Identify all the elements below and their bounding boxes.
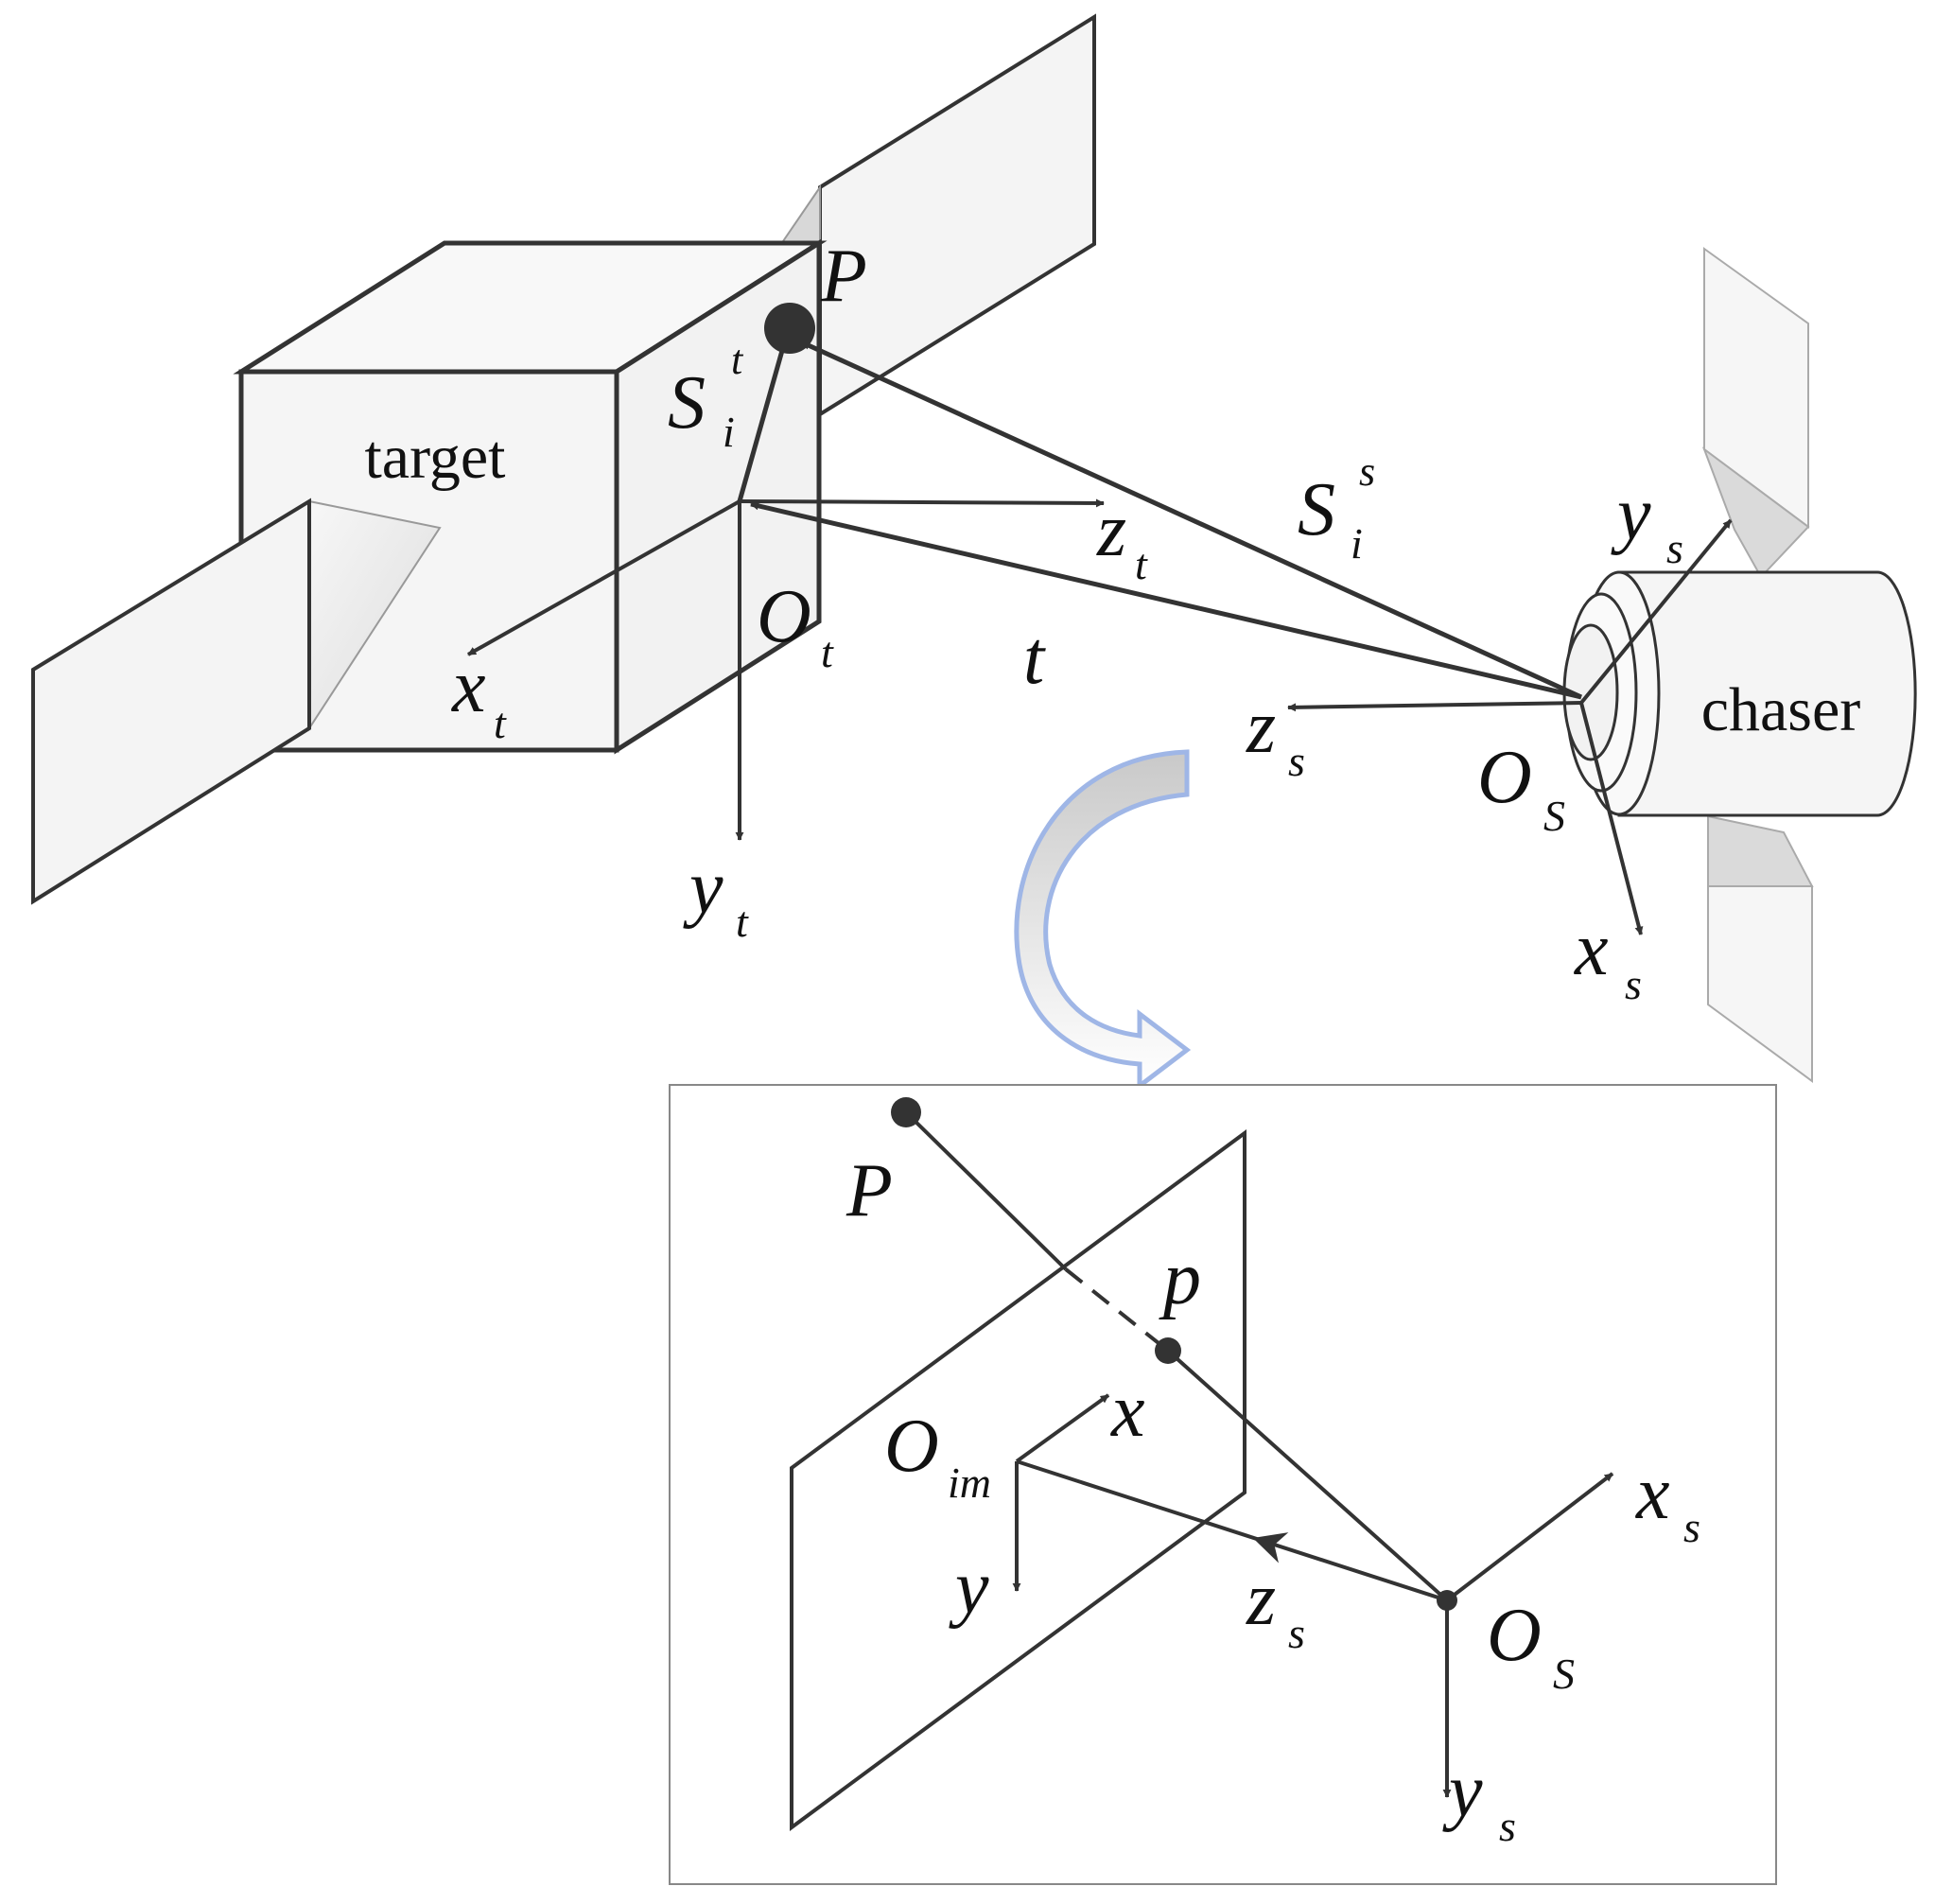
point-P-top — [764, 303, 815, 354]
top-vectors — [467, 303, 1733, 935]
projection-line-hidden — [1064, 1267, 1170, 1353]
label-y-s-top-sub: s — [1666, 524, 1683, 572]
label-p-image: p — [1159, 1237, 1201, 1320]
label-O-t-sub: t — [821, 628, 834, 676]
target-left-solar-panel — [31, 498, 311, 905]
optical-axis-line — [1016, 1459, 1448, 1602]
label-x-t-sub: t — [494, 699, 507, 747]
top-labels: P S t i S s i z t O t t x t y t y s z s … — [451, 235, 1683, 1008]
point-p-image — [1155, 1337, 1181, 1364]
projection-line-rear — [1166, 1349, 1449, 1602]
label-S-i-s-sub: i — [1351, 519, 1363, 568]
chaser-x-axis — [1579, 702, 1644, 935]
target-z-axis — [739, 498, 1105, 508]
label-z-t-sub: t — [1135, 540, 1148, 588]
label-S-i-t-sub: i — [723, 408, 735, 456]
chaser-z-axis — [1287, 701, 1582, 712]
label-x-s-bottom-sub: s — [1683, 1503, 1700, 1551]
label-O-t: O — [757, 575, 811, 658]
label-S-i-s: S — [1298, 468, 1335, 551]
target-x-axis — [467, 499, 741, 656]
label-O-S-bottom: O — [1487, 1594, 1542, 1677]
label-S-i-t: S — [668, 361, 706, 445]
label-z-s-bottom: z — [1246, 1558, 1276, 1641]
label-t: t — [1023, 617, 1046, 700]
label-x-s-top-sub: s — [1625, 960, 1642, 1008]
label-P-top: P — [820, 235, 867, 318]
target-label: target — [364, 423, 505, 492]
vector-S-i-t — [737, 340, 788, 502]
label-y-t-sub: t — [736, 898, 749, 946]
label-y-t: y — [683, 847, 723, 930]
image-plane — [790, 1129, 1246, 1831]
curved-transition-arrow — [1014, 749, 1192, 1092]
label-O-S-bottom-sub: S — [1553, 1650, 1575, 1698]
inset-frame — [669, 1084, 1777, 1885]
chaser-y-axis — [1579, 518, 1733, 705]
label-z-t: z — [1096, 489, 1126, 572]
chaser-satellite: chaser — [1562, 247, 1917, 1083]
label-y-s-top: y — [1611, 473, 1651, 556]
label-x-s-bottom: x — [1635, 1452, 1670, 1535]
label-x-s-top: x — [1574, 908, 1609, 991]
image-x-axis — [1015, 1393, 1110, 1463]
chaser-lower-panel-fold — [1707, 814, 1814, 887]
label-z-s-top-sub: s — [1288, 737, 1305, 785]
label-z-s-top: z — [1246, 686, 1276, 769]
label-x-image: x — [1110, 1370, 1145, 1453]
point-O-S-bottom — [1437, 1590, 1457, 1611]
point-P-bottom — [891, 1097, 921, 1127]
label-y-s-bottom-sub: s — [1499, 1802, 1516, 1850]
label-x-t: x — [451, 645, 486, 728]
label-y-image: y — [949, 1546, 989, 1630]
camera-model-inset: P p x O im y z s O S x s y s — [669, 1084, 1777, 1885]
curved-arrow-band — [1014, 749, 1192, 1092]
camera-x-axis — [1445, 1472, 1614, 1602]
label-O-S-top-sub: S — [1543, 792, 1565, 840]
projection-line-front — [904, 1110, 1068, 1271]
target-satellite: target — [31, 13, 1096, 905]
label-z-s-bottom-sub: s — [1288, 1609, 1305, 1657]
label-O-im: O — [884, 1405, 939, 1488]
vector-t — [750, 501, 1582, 700]
label-O-S-top: O — [1477, 736, 1532, 819]
chaser-label: chaser — [1701, 675, 1861, 744]
vector-S-i-s — [800, 340, 1583, 700]
chaser-lower-solar-panel — [1707, 885, 1813, 1083]
optical-axis-arrow — [1252, 1532, 1325, 1563]
label-P-bottom: P — [845, 1149, 893, 1232]
label-S-i-t-sup: t — [731, 337, 744, 383]
chaser-cylinder-body — [1617, 570, 1917, 817]
label-S-i-s-sup: s — [1359, 448, 1375, 495]
target-right-solar-panel — [818, 13, 1096, 418]
label-O-im-sub: im — [948, 1459, 991, 1507]
label-y-s-bottom: y — [1442, 1750, 1483, 1833]
